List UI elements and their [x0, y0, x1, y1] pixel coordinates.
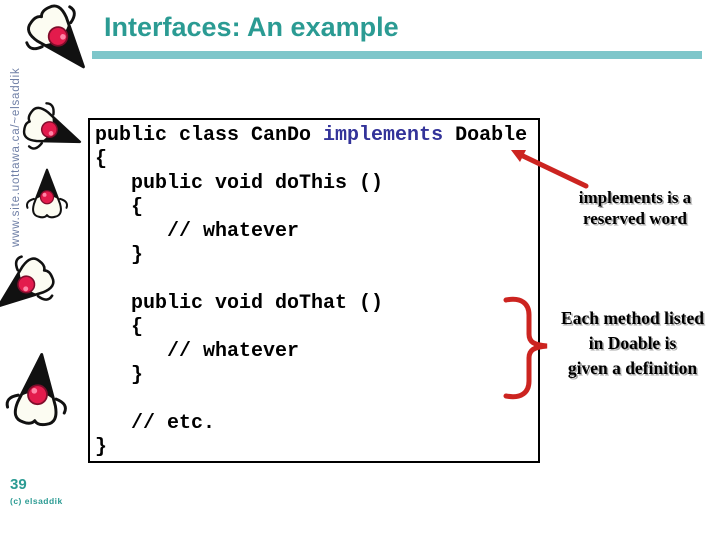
page-number: 39 — [10, 476, 27, 493]
code-block: public class CanDo implements Doable{ pu… — [88, 118, 540, 463]
java-duke-mascot-icon-1 — [10, 0, 112, 92]
annotation-methods-note: Each method listed in Doable is given a … — [561, 308, 704, 378]
java-duke-mascot-icon-2 — [2, 88, 103, 174]
slide-title: Interfaces: An example — [104, 12, 399, 42]
title-underline-bar — [92, 51, 702, 59]
annotation-implements-note: implements is a reserved word — [578, 188, 692, 228]
java-duke-mascot-icon-5 — [0, 348, 78, 431]
copyright-text: (c) elsaddik — [10, 496, 63, 506]
java-duke-mascot-icon-3 — [22, 168, 72, 220]
java-duke-mascot-icon-4 — [0, 234, 79, 341]
